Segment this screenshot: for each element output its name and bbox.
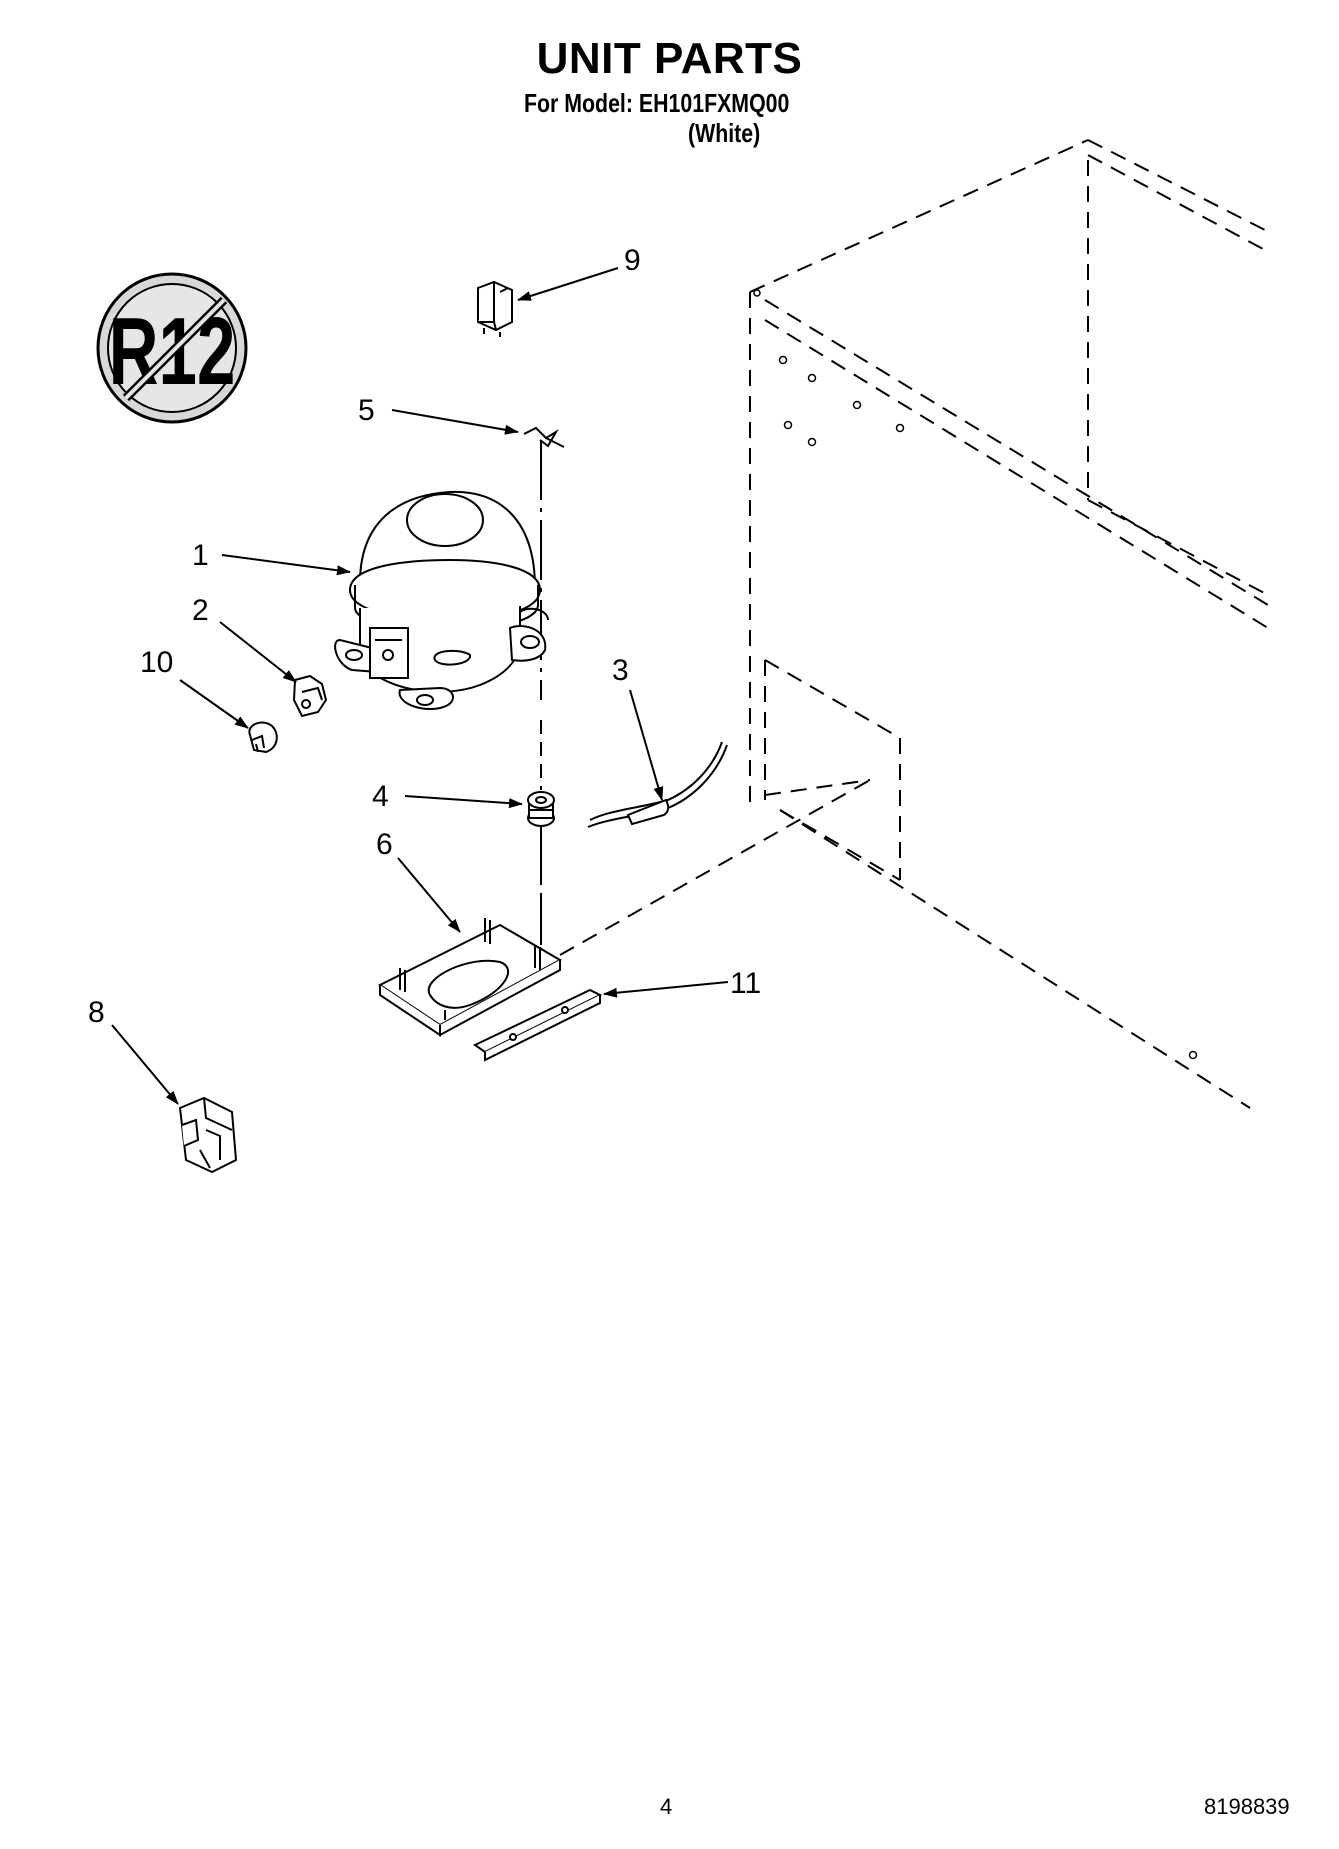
- callout-leaders: [111, 267, 729, 1105]
- leader-11: [603, 981, 729, 998]
- callout-10: 10: [140, 646, 173, 679]
- callout-11: 11: [730, 967, 761, 1000]
- part-8-cover: [178, 1096, 238, 1174]
- callout-2: 2: [192, 594, 209, 627]
- document-number: 8198839: [1204, 1794, 1290, 1819]
- part-9-clip: [477, 280, 513, 337]
- callout-6: 6: [376, 828, 393, 861]
- part-11-bracket: [473, 988, 603, 1062]
- callout-3: 3: [612, 654, 629, 687]
- leader-8: [111, 1024, 179, 1105]
- callout-labels: 9 5 1 2 10 3 4 6 11 8: [88, 244, 761, 1029]
- leader-5: [391, 409, 519, 435]
- page-number: 4: [660, 1794, 673, 1819]
- callout-1: 1: [192, 539, 209, 572]
- part-5-clip: [523, 426, 565, 448]
- color-variant: (White): [688, 118, 761, 148]
- callout-9: 9: [624, 244, 641, 277]
- part-10-overload: [248, 721, 278, 754]
- model-line: For Model: EH101FXMQ00: [524, 88, 790, 118]
- callout-5: 5: [358, 394, 375, 427]
- leader-1: [221, 554, 351, 576]
- leader-10: [179, 679, 249, 729]
- leader-2: [219, 621, 297, 683]
- page-title: UNIT PARTS: [536, 34, 803, 83]
- leader-3: [629, 689, 664, 801]
- part-3-cord: [587, 741, 728, 828]
- part-4-grommet: [527, 791, 555, 827]
- part-1-compressor: [334, 490, 549, 710]
- cabinet-holes: [753, 289, 1198, 1060]
- leader-6: [397, 857, 461, 933]
- r12-prohibited-badge: R12: [96, 272, 248, 424]
- callout-8: 8: [88, 996, 105, 1029]
- leader-9: [517, 267, 619, 301]
- leader-4: [404, 795, 523, 809]
- part-6-base-plate: [378, 918, 563, 1037]
- part-2-relay: [292, 674, 328, 718]
- cabinet-outline: [559, 139, 1269, 1109]
- callout-4: 4: [372, 780, 389, 813]
